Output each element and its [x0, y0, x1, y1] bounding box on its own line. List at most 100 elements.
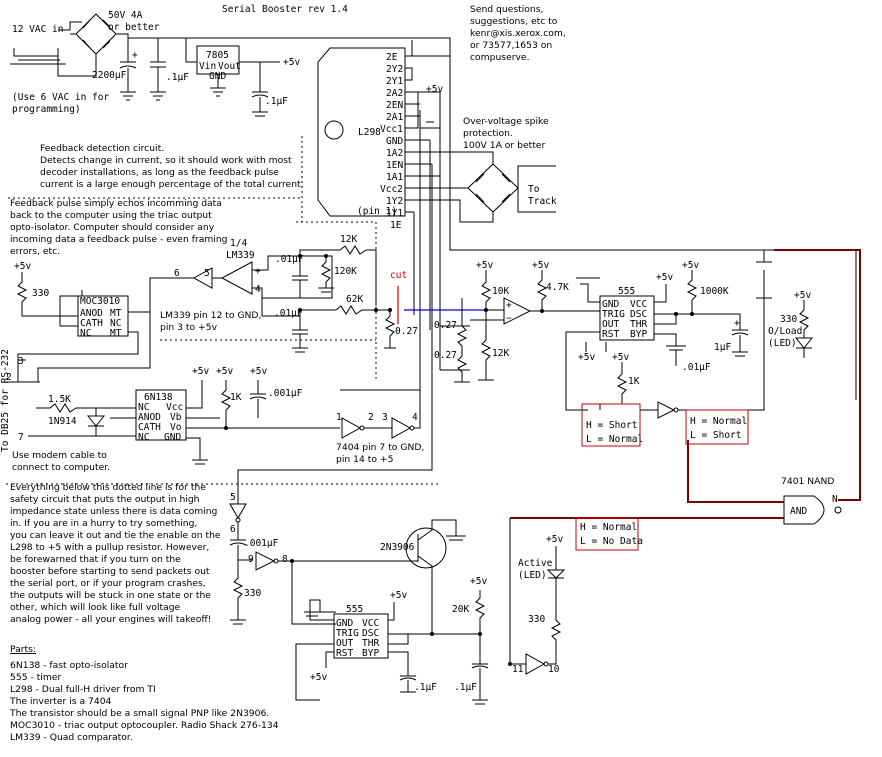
spike-note: Over-voltage spike	[463, 116, 549, 127]
plus5-label: +5v	[476, 260, 493, 271]
6n138-pin: Vcc	[166, 402, 183, 413]
inverter-chain: 1 2 3 4 7404 pin 7 to GND, pin 14 to +5	[336, 390, 424, 465]
plus5-label: +5v	[546, 534, 563, 545]
safety-note: Everything below this dotted line is for…	[10, 482, 221, 625]
safety-pin: 10	[548, 664, 560, 675]
cap-polarity: +	[734, 318, 740, 329]
comparator-pin: +	[255, 266, 261, 277]
parts-title: Parts:	[10, 644, 36, 655]
spike-note: 100V 1A or better	[463, 140, 545, 151]
safety-pin: 5	[230, 492, 236, 503]
res-label: 12K	[492, 348, 509, 359]
parts-item: MOC3010 - triac output optocoupler. Radi…	[10, 720, 279, 731]
modem-note: Use modem cable to	[12, 450, 107, 461]
safety-pin: 6	[230, 524, 236, 535]
timer-pin: RST	[602, 329, 619, 340]
res-label: 120K	[334, 266, 357, 277]
echo-line: opto-isolator. Computer should consider …	[10, 222, 215, 233]
cap-label: .001µF	[244, 538, 279, 549]
plus5-label: +5v	[390, 590, 407, 601]
cap-label: 1µF	[714, 342, 731, 353]
cut-marker: cut	[390, 270, 486, 324]
safety-line: L298 to +5 with a pullup resistor. Howev…	[10, 542, 209, 553]
res-label: 10K	[492, 286, 509, 297]
echo-line: errors, etc.	[10, 246, 60, 257]
feedback-line: decoder installations, as long as the fe…	[40, 167, 279, 178]
plus5-label: +5v	[192, 366, 209, 377]
res-label: 4.7K	[546, 282, 569, 293]
power-note: (Use 6 VAC in for	[12, 92, 110, 103]
echo-line: Feedback pulse simply echos incomming da…	[10, 198, 222, 209]
safety-line: the outputs will be stuck in one state o…	[10, 590, 211, 601]
moc-label: MOC3010	[80, 296, 120, 307]
contact-note: Send questions, suggestions, etc to kenr…	[470, 4, 566, 63]
contact-line: suggestions, etc to	[470, 16, 558, 27]
db25-pin: 2	[6, 372, 12, 383]
timer-pin: THR	[630, 319, 647, 330]
timer-555-a	[599, 295, 655, 341]
diode-label: 1N914	[48, 416, 77, 427]
spike-protection: Over-voltage spike protection. 100V 1A o…	[440, 116, 557, 223]
safety-line: be forewarned that if you turn on the	[10, 554, 181, 565]
safety-line: booster before starting to send packets …	[10, 566, 210, 577]
timer-label: 555	[618, 286, 635, 297]
timer-label: 555	[346, 604, 363, 615]
parts-item: L298 - Dual full-H driver from TI	[10, 684, 156, 695]
l298-pin: 1Y2	[386, 196, 403, 207]
plus5-label: +5v	[532, 260, 549, 271]
comparator-pin: 6	[174, 268, 180, 279]
res-label: 1000K	[700, 286, 729, 297]
nand-gate: 7401 NAND AND N	[781, 476, 842, 525]
plus5-label: +5v	[794, 290, 811, 301]
moc-pin: MT	[110, 308, 122, 319]
spike-note: protection.	[463, 128, 513, 139]
state-box-b	[685, 409, 749, 445]
plus5-label: +5v	[470, 576, 487, 587]
safety-line: impedance state unless there is data com…	[10, 506, 217, 517]
l298-vcc-label: +5v	[426, 84, 443, 95]
timer-pin: TRIG	[602, 309, 625, 320]
nand-label: 7401 NAND	[781, 476, 834, 487]
l298-pin: 2EN	[386, 100, 403, 111]
led-label: (LED)	[768, 338, 797, 349]
moc-pin: ANOD	[80, 308, 103, 319]
res-label: 0.27	[395, 326, 418, 337]
safety-line: in. If you are in a hurry to try somethi…	[10, 518, 197, 529]
l298-pin: 1A1	[386, 172, 403, 183]
cap-label: .01µF	[274, 308, 303, 319]
parts-item: The transistor should be a small signal …	[9, 708, 269, 719]
cut-label: cut	[390, 270, 407, 281]
l298-pin: 2Y2	[386, 64, 403, 75]
plus5-label: +5v	[250, 366, 267, 377]
timer-pin: THR	[362, 638, 379, 649]
timer-pin: DSC	[630, 309, 647, 320]
power-supply: 12 VAC in 50V 4A or better + 2200µF .1µF…	[10, 10, 451, 117]
feedback-note: Feedback detection circuit. Detects chan…	[40, 143, 304, 190]
echo-line: incoming data a feedback pulse - even fr…	[10, 234, 228, 245]
timer-pin: GND	[336, 618, 353, 629]
inv-pin: 2	[368, 412, 374, 423]
inverter-note: 7404 pin 7 to GND,	[336, 442, 424, 453]
safety-circuit: 5 6 .001µF 330 9 8 2N3906 555 GND TRIG O…	[229, 490, 566, 705]
plus5-label: +5v	[216, 366, 233, 377]
moc-pin: CATH	[80, 318, 103, 329]
comparator-section: 1/4 LM339 + 4 5 6 .01µF 12K 120K 62K .01…	[160, 234, 418, 353]
timer-pin: GND	[602, 299, 619, 310]
led-label: Active	[518, 558, 553, 569]
nand-sym: AND	[790, 506, 807, 517]
res-label: 1K	[628, 376, 640, 387]
power-note: programming)	[12, 104, 81, 115]
feedback-line: Feedback detection circuit.	[40, 143, 164, 154]
plus5-label: +5v	[283, 57, 300, 68]
6n138-pin: NC	[138, 402, 149, 413]
regulator-pin: Vin	[199, 61, 216, 72]
l298-pin: 2A1	[386, 112, 403, 123]
led-label: O/Load	[768, 326, 802, 337]
comparator-pin: 4	[255, 284, 261, 295]
cap-2200uf-label: 2200µF	[92, 70, 127, 81]
parts-item: LM339 - Quad comparator.	[10, 732, 133, 743]
db25-pin: 3	[18, 356, 24, 367]
nand-n: N	[832, 494, 838, 505]
l298-pin: 1Y1	[386, 208, 403, 219]
comparator-note: pin 3 to +5v	[160, 322, 218, 333]
